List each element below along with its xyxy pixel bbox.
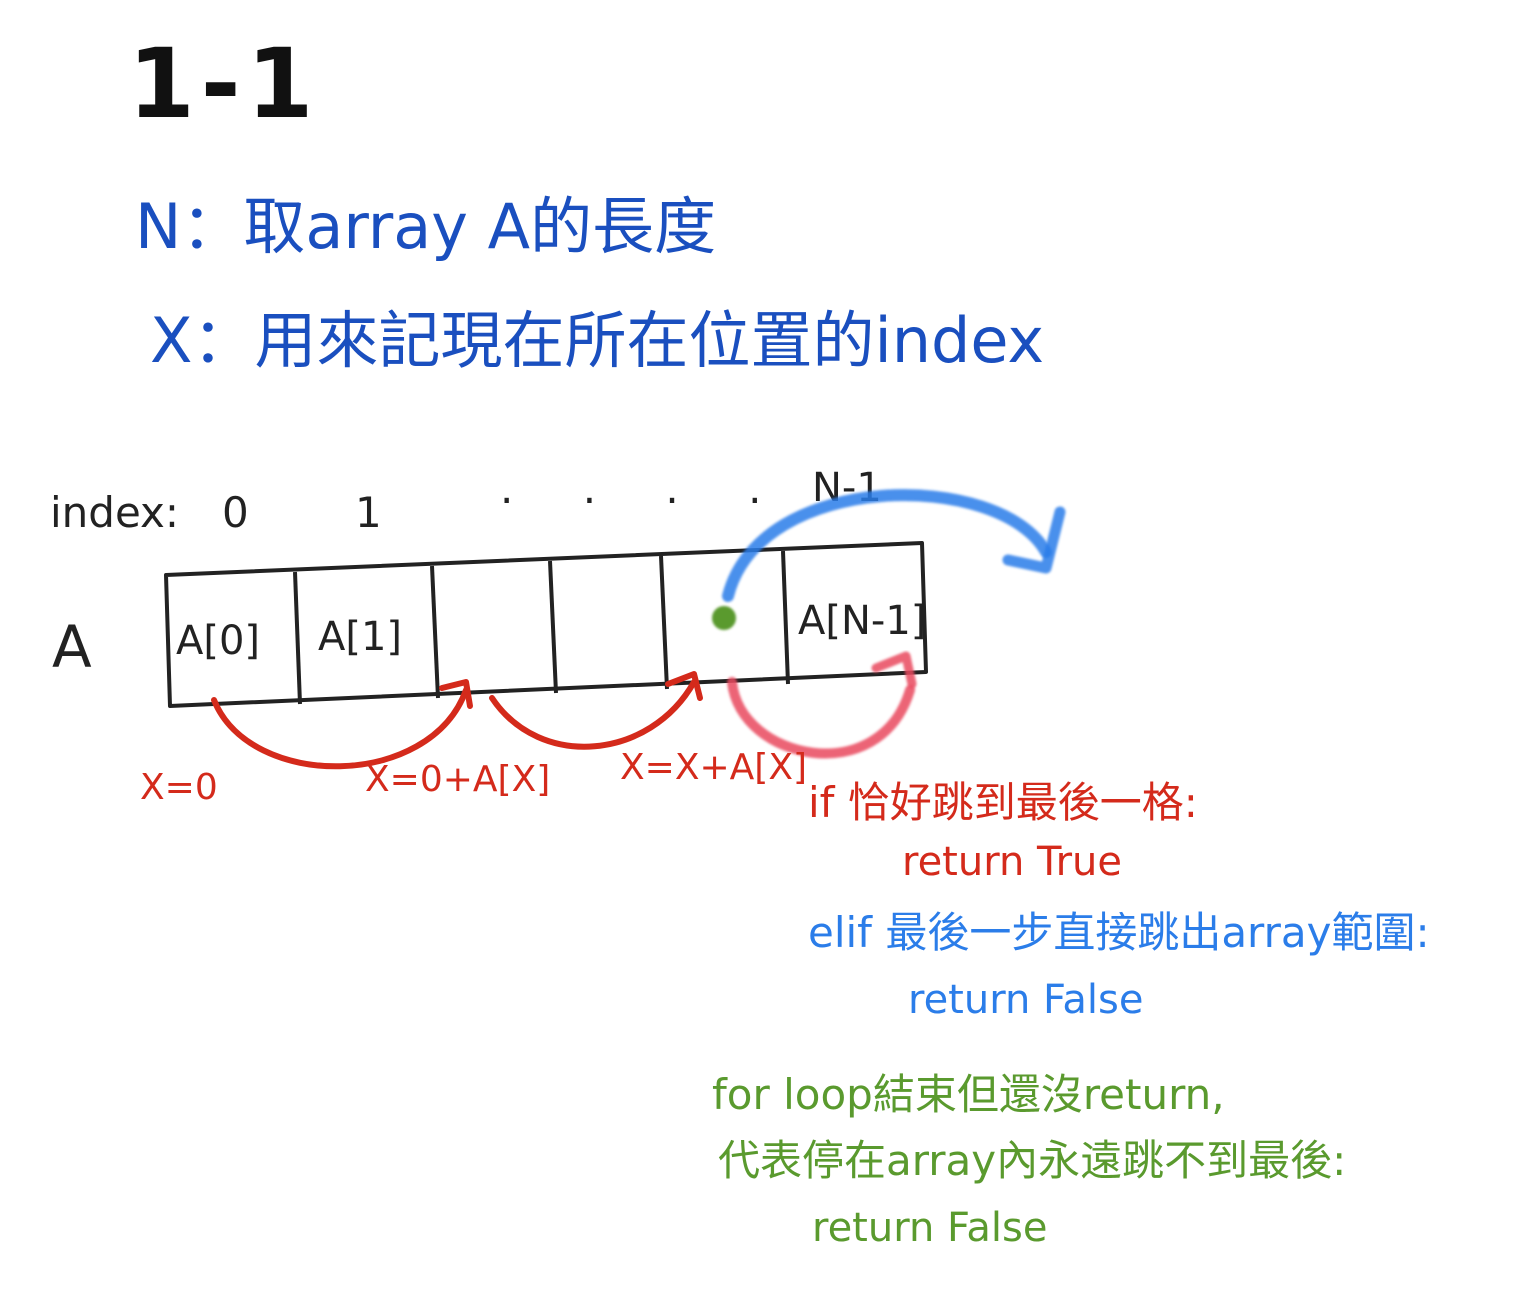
index-0: 0	[222, 488, 249, 537]
cell-0: A[0]	[176, 618, 261, 664]
land-last-arrow	[727, 677, 915, 759]
page-title: 1-1	[128, 28, 320, 140]
condition-if-return: return True	[902, 839, 1122, 885]
jump-arrowhead-1	[439, 679, 473, 709]
condition-elif: elif 最後一步直接跳出array範圍:	[808, 908, 1430, 957]
jump-arrow-1	[211, 687, 469, 770]
cell-divider	[293, 571, 302, 705]
condition-for-return: return False	[812, 1205, 1048, 1251]
definition-x: X：用來記現在所在位置的index	[150, 304, 1045, 377]
condition-elif-return: return False	[908, 977, 1144, 1023]
cell-divider	[659, 555, 669, 690]
condition-for-line-2: 代表停在array內永遠跳不到最後:	[718, 1136, 1347, 1185]
array-name: A	[52, 613, 92, 681]
cell-last: A[N-1]	[798, 598, 927, 644]
jump-arrowhead-2	[665, 671, 703, 701]
condition-for-line-1: for loop結束但還沒return,	[712, 1070, 1225, 1119]
index-ellipsis: . . . .	[500, 464, 790, 513]
definition-n: N：取array A的長度	[135, 190, 717, 263]
index-1: 1	[355, 488, 382, 537]
jump-out-arrowhead	[1002, 506, 1066, 574]
cell-divider	[430, 565, 440, 699]
index-row-label: index:	[50, 488, 180, 537]
cell-1: A[1]	[318, 614, 403, 660]
land-last-arrowhead	[871, 651, 917, 689]
jump-label-general: X=X+A[X]	[620, 747, 808, 788]
jump-out-arrow	[722, 489, 1052, 602]
cell-divider	[548, 560, 558, 694]
cell-divider	[781, 550, 790, 685]
jump-label-start: X=0	[140, 767, 218, 808]
current-position-dot	[712, 606, 736, 630]
condition-if: if 恰好跳到最後一格:	[808, 778, 1198, 827]
jump-arrow-2	[489, 679, 697, 750]
jump-label-second: X=0+A[X]	[365, 759, 551, 800]
array-box	[164, 541, 928, 708]
